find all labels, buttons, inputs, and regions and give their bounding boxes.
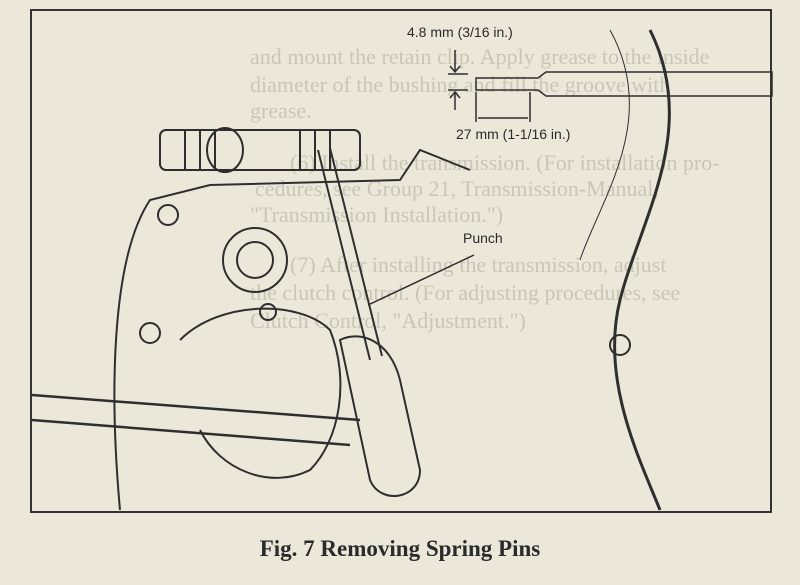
figure-frame xyxy=(30,9,772,513)
dimension-diameter-label: 4.8 mm (3/16 in.) xyxy=(407,24,513,40)
punch-callout-label: Punch xyxy=(463,230,503,246)
figure-caption: Fig. 7 Removing Spring Pins xyxy=(259,536,541,561)
dimension-length-label: 27 mm (1-1/16 in.) xyxy=(456,126,571,142)
